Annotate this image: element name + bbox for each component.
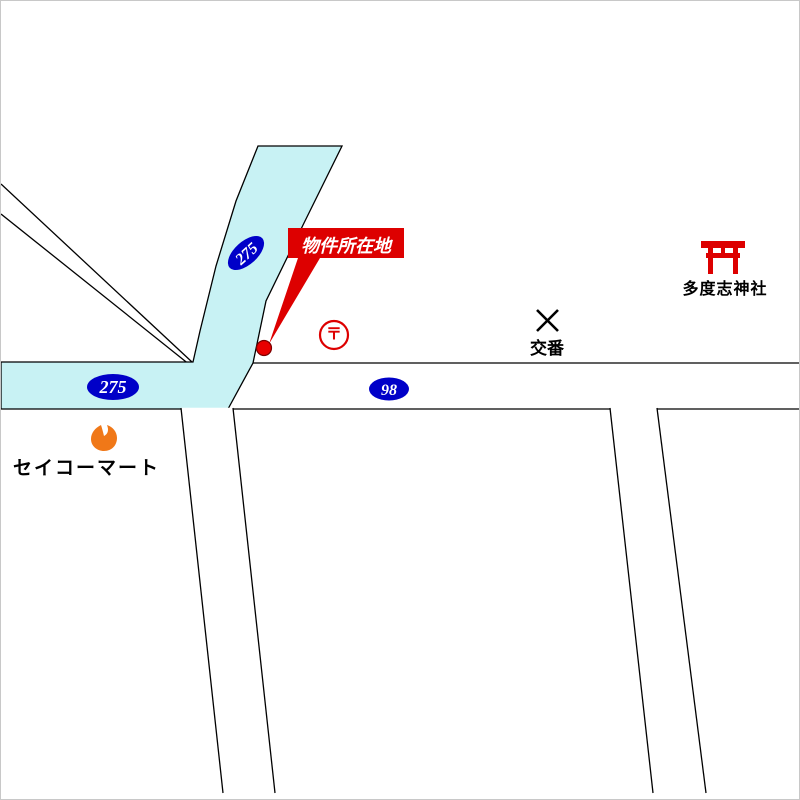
shrine-label: 多度志神社 [682,281,768,298]
lower-left-road-edge-1 [180,407,224,794]
lower-left-road-surface [181,407,275,793]
police-box-label: 交番 [530,339,564,358]
post-office-mark: 〒 [325,326,342,343]
route-badge-275-left [87,374,139,400]
lower-right-road-edge-2 [656,407,707,794]
route-badge-98 [369,377,409,401]
route-badge-98-text: 98 [381,382,397,399]
property-location-label: 物件所在地 [301,236,391,256]
seicomart-logo-icon [91,425,117,451]
lower-left-road-edge-2 [232,407,276,794]
store-label: セイコーマート [13,458,161,479]
torii-gate-icon [701,241,745,274]
route-badge-275-upper [227,235,265,271]
route-badge-275-left-text: 275 [99,377,127,397]
lower-right-road-surface [610,407,706,793]
post-office-icon [318,319,350,351]
route-275-road [1,145,344,410]
lower-right-road-edge-1 [609,407,654,794]
side-road-upper-left-edge-1 [1,183,193,363]
police-box-x-icon [536,309,559,332]
property-location-dot [255,339,273,357]
side-road-upper-left-edge-2 [1,213,201,374]
property-callout-shape [269,228,404,344]
